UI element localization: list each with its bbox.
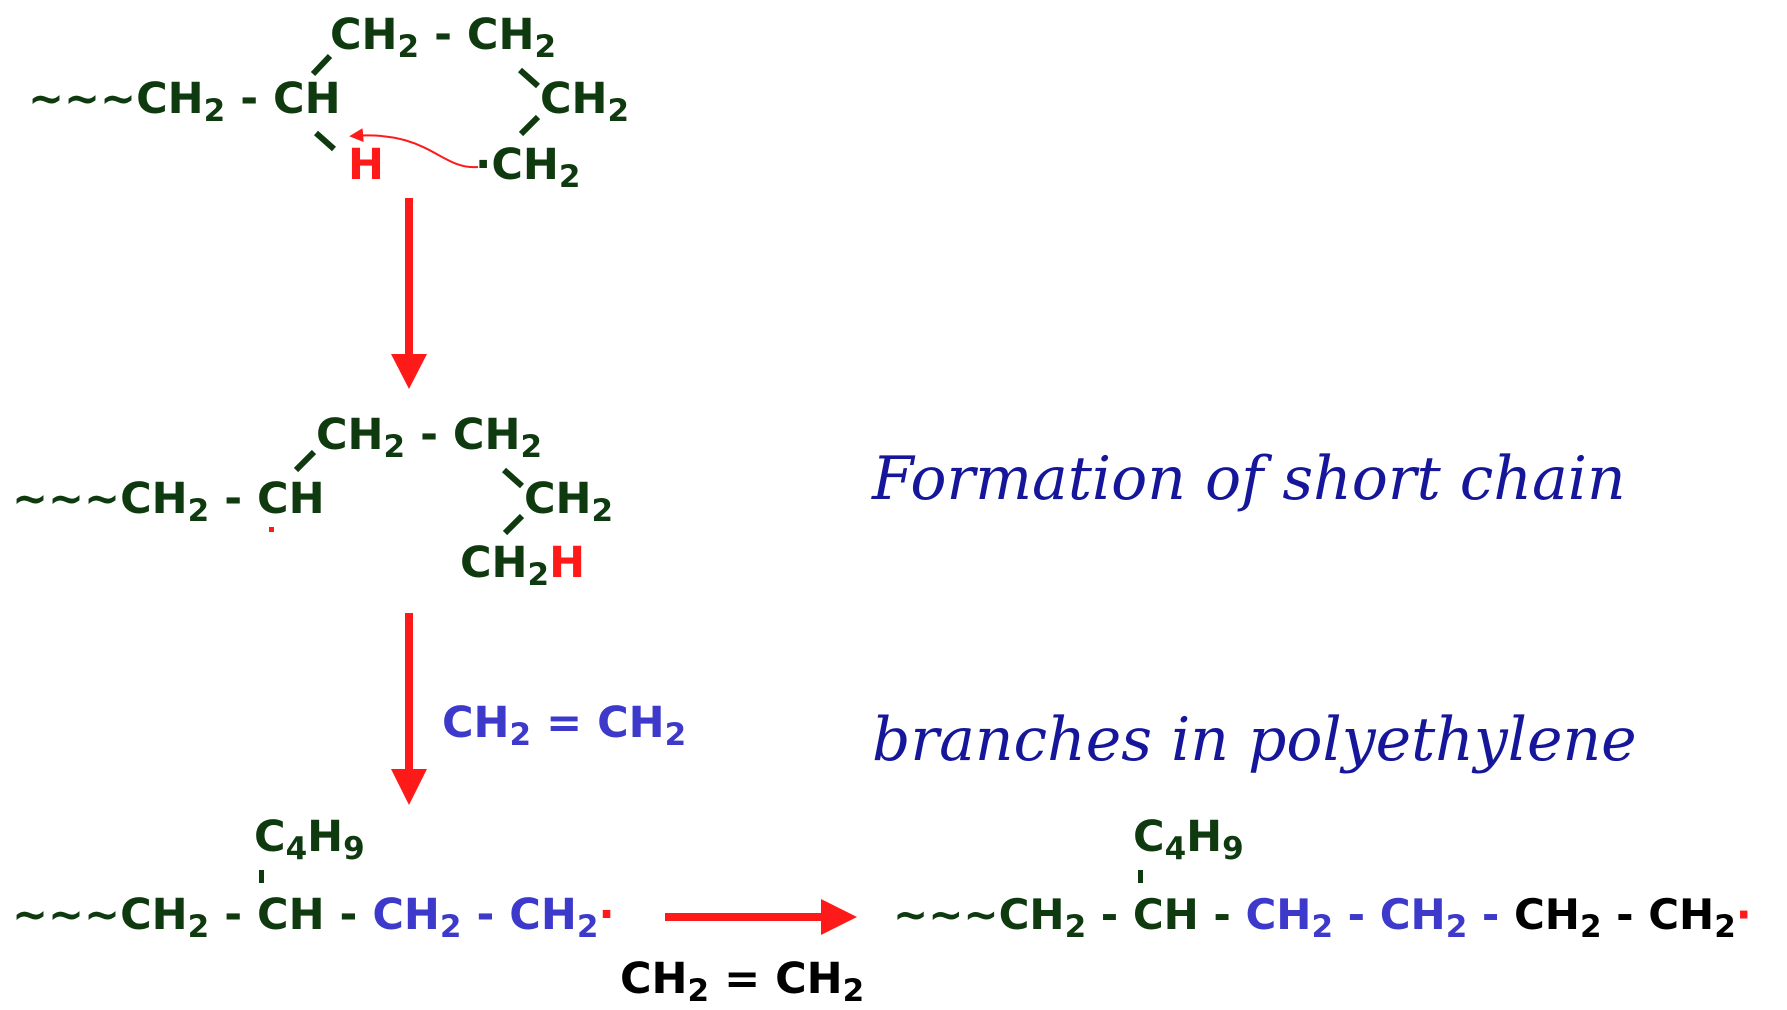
reaction-arrow-2	[391, 613, 427, 805]
step1-ring-bottom-radical: ·CH2	[475, 140, 581, 195]
step3-chain: ~~~CH2 - CH - CH2 - CH2·	[12, 890, 615, 945]
step1-main-chain: ~~~CH2 - CH	[28, 74, 341, 129]
step2-main-chain: ~~~CH2 - CH	[12, 474, 325, 529]
bond-ring-right-to-bottom	[518, 114, 541, 137]
step2-radical-dot	[269, 527, 274, 532]
bond-ch-to-hydrogen	[314, 130, 336, 152]
bond-ch-to-ring-top	[310, 53, 333, 77]
step2-ring-top: CH2 - CH2	[316, 410, 543, 465]
step2-ring-right: CH2	[524, 474, 614, 529]
bond-ring-right-to-end-2	[502, 513, 525, 536]
bond-ring-top-to-right-2	[502, 467, 524, 489]
diagram-title: Formation of short chain branches in pol…	[872, 262, 1637, 871]
step4-chain: ~~~CH2 - CH - CH2 - CH2 - CH2 - CH2·	[893, 890, 1752, 945]
reaction-arrow-3	[665, 899, 857, 935]
reaction-arrow-1	[391, 198, 427, 389]
title-line-1: Formation of short chain	[872, 444, 1626, 514]
step1-ring-top: CH2 - CH2	[330, 10, 557, 65]
step3-branch-bond	[259, 870, 264, 883]
bond-ring-top-to-right	[518, 67, 540, 89]
step3-branch-label: C4H9	[254, 812, 365, 867]
monomer-second: CH2 = CH2	[620, 954, 865, 1009]
monomer-reagent: CH2 = CH2	[442, 698, 687, 753]
step4-branch-bond	[1138, 870, 1143, 883]
step1-bonds	[310, 53, 541, 152]
step1-transferred-hydrogen: H	[348, 140, 384, 190]
step1-ring-right: CH2	[540, 74, 630, 129]
h-transfer-curved-arrow	[349, 128, 479, 169]
bond-ch-to-ring-top-2	[293, 449, 317, 473]
step2-chain-end: CH2H	[460, 538, 586, 593]
step2-bonds	[293, 449, 525, 536]
step4-branch-label: C4H9	[1133, 812, 1244, 867]
title-line-2: branches in polyethylene	[872, 705, 1637, 775]
